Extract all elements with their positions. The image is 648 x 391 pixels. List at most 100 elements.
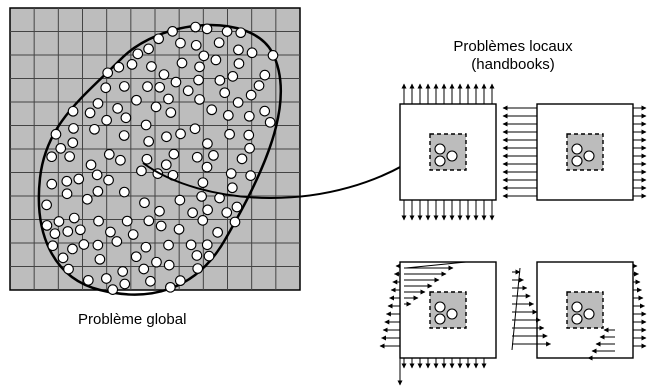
inclusion-circle: [119, 278, 131, 290]
inclusion-circle: [233, 44, 244, 56]
inclusion-circle: [167, 26, 178, 37]
inclusion-circle: [165, 281, 176, 293]
inclusion-circle: [142, 81, 153, 92]
inclusion-circle: [154, 81, 166, 93]
inclusion-circle: [89, 123, 100, 135]
inclusion-circle: [46, 178, 58, 190]
inclusion-circle: [190, 39, 202, 51]
inclusion-circle: [64, 151, 75, 162]
inclusion-circle: [112, 103, 123, 114]
inclusion-circle: [101, 114, 112, 126]
local-problem-vertical-tension: [399, 83, 497, 221]
inclusion-circle: [81, 193, 93, 205]
inclusion-circle: [187, 207, 198, 219]
inclusion-circle: [202, 138, 213, 150]
inclusion-circle: [206, 104, 218, 116]
inclusion-circle: [163, 259, 175, 271]
inclusion-circle: [170, 76, 182, 88]
inclusion-circle: [103, 149, 115, 160]
local-problem-shear-right: [511, 261, 647, 361]
local-inclusion-circle: [434, 313, 446, 325]
inclusion-circle: [253, 80, 265, 91]
inclusion-circle: [259, 69, 271, 81]
inclusion-circle: [158, 69, 170, 80]
inclusion-circle: [194, 94, 205, 105]
inclusion-circle: [67, 243, 78, 255]
inclusion-circle: [145, 275, 156, 287]
inclusion-circle: [115, 154, 126, 166]
inclusion-circle: [245, 170, 257, 181]
global-problem-label: Problème global: [78, 311, 187, 328]
inclusion-circle: [235, 27, 247, 39]
inclusion-circle: [191, 250, 203, 261]
local-problem-shear-left: [379, 261, 497, 386]
inclusion-circle: [93, 215, 104, 227]
inclusion-circle: [191, 151, 203, 163]
local-inclusion-circle: [434, 301, 446, 313]
inclusion-circle: [244, 142, 255, 154]
inclusion-circle: [227, 71, 239, 82]
inclusion-circle: [50, 128, 62, 140]
local-inclusion-circle: [571, 301, 583, 313]
inclusion-particles: [41, 21, 279, 295]
inclusion-circle: [163, 93, 174, 105]
inclusion-circle: [49, 228, 61, 240]
inclusion-circle: [161, 131, 172, 143]
profile-line: [511, 267, 521, 351]
inclusion-circle: [127, 229, 139, 240]
local-inclusion-circle: [446, 308, 458, 320]
local-inclusion-circle: [583, 308, 595, 320]
inclusion-circle: [61, 188, 73, 200]
inclusion-circle: [246, 47, 258, 59]
inclusion-circle: [140, 241, 152, 253]
inclusion-circle: [55, 142, 67, 154]
inclusion-circle: [68, 123, 79, 134]
inclusion-circle: [63, 263, 74, 275]
inclusion-circle: [68, 212, 80, 224]
inclusion-circle: [100, 82, 112, 94]
inclusion-circle: [182, 85, 194, 97]
inclusion-circle: [53, 216, 65, 227]
inclusion-circle: [107, 284, 119, 295]
inclusion-circle: [196, 191, 207, 202]
inclusion-circle: [92, 239, 104, 251]
inclusion-circle: [113, 61, 125, 73]
inclusion-circle: [267, 50, 279, 61]
inclusion-circle: [150, 101, 162, 113]
local-problems: [379, 83, 647, 386]
inclusion-circle: [155, 220, 167, 232]
inclusion-circle: [212, 226, 223, 238]
inclusion-circle: [118, 130, 130, 141]
inclusion-circle: [94, 253, 106, 265]
inclusion-circle: [82, 274, 94, 286]
local-inclusion-circle: [434, 155, 446, 167]
inclusion-circle: [214, 74, 226, 86]
inclusion-circle: [61, 175, 73, 187]
inclusion-circle: [117, 266, 129, 277]
local-inclusion-circle: [446, 150, 458, 162]
local-inclusion-circle: [434, 143, 446, 155]
inclusion-circle: [130, 251, 142, 263]
inclusion-circle: [102, 67, 114, 79]
inclusion-circle: [163, 239, 174, 251]
inclusion-circle: [226, 182, 238, 194]
inclusion-circle: [132, 48, 144, 60]
inclusion-circle: [140, 119, 152, 131]
inclusion-circle: [202, 204, 213, 216]
inclusion-circle: [73, 173, 85, 185]
inclusion-circle: [243, 110, 255, 122]
inclusion-circle: [160, 159, 172, 171]
inclusion-circle: [126, 59, 138, 70]
inclusion-circle: [197, 215, 209, 226]
inclusion-circle: [174, 194, 186, 206]
inclusion-circle: [259, 105, 271, 117]
inclusion-circle: [192, 263, 204, 274]
inclusion-circle: [41, 199, 52, 211]
inclusion-circle: [146, 61, 157, 72]
inclusion-circle: [201, 161, 213, 173]
inclusion-circle: [231, 201, 243, 213]
inclusion-circle: [201, 239, 213, 251]
inclusion-circle: [103, 174, 114, 186]
inclusion-circle: [208, 150, 219, 161]
